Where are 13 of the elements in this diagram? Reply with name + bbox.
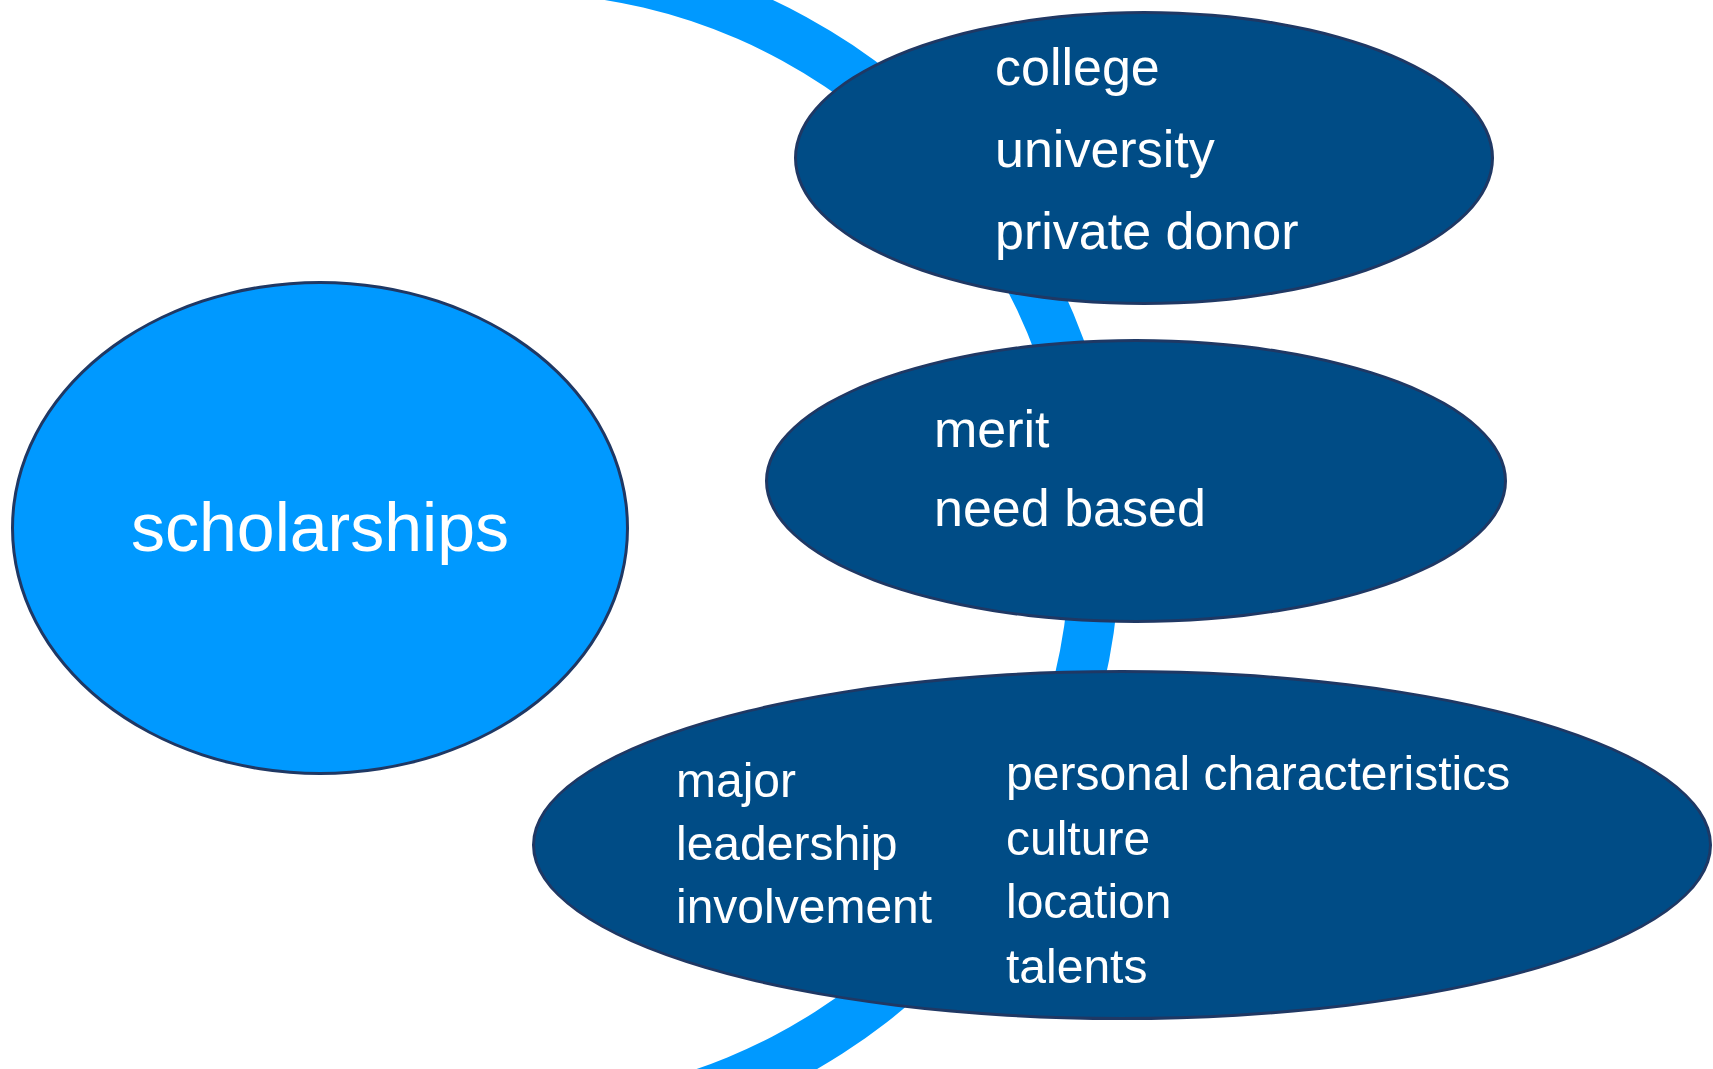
topic-label: scholarships: [130, 490, 510, 565]
list-item: need based: [934, 480, 1206, 538]
list-item: culture: [1006, 813, 1151, 866]
list-item: talents: [1006, 941, 1148, 994]
list-item: private donor: [995, 203, 1299, 261]
list-item: college: [995, 39, 1160, 97]
list-item: university: [995, 121, 1215, 179]
list-item: personal characteristics: [1006, 748, 1511, 801]
list-item: major: [676, 755, 797, 808]
list-item: leadership: [676, 818, 898, 871]
list-item: location: [1006, 876, 1172, 929]
list-item: merit: [934, 401, 1050, 459]
list-item: involvement: [676, 881, 933, 934]
